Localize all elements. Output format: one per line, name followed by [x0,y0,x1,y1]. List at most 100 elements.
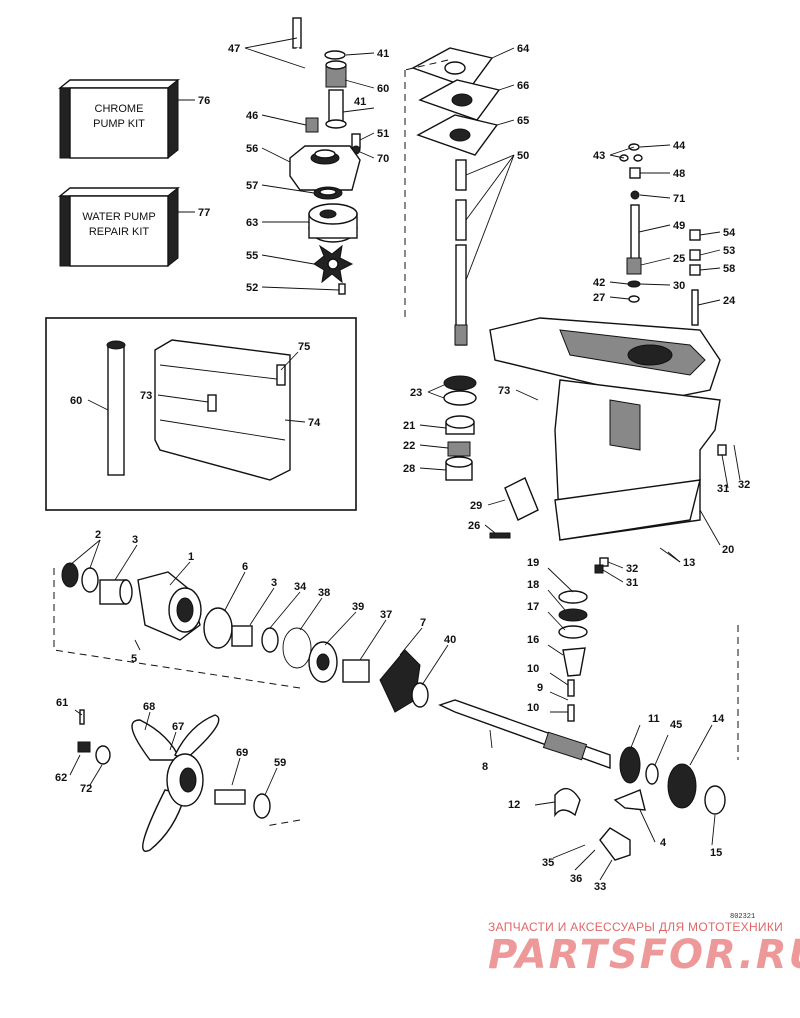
callout: 58 [723,263,735,275]
chrome-kit-line1: CHROME [95,103,144,115]
callout: 7 [420,617,426,629]
callout: 27 [593,292,605,304]
callout: 73 [498,385,510,397]
callout: 21 [403,420,415,432]
callout: 9 [537,682,543,694]
watermark-tagline: ЗАПЧАСТИ И АКСЕССУАРЫ ДЛЯ МОТОТЕХНИКИ [488,920,784,934]
callout: 64 [517,43,530,55]
callout: 37 [380,609,392,621]
callout: 71 [673,193,685,205]
drawing-number: 802321 [730,913,756,921]
callout: 39 [352,601,364,613]
callout: 6 [242,561,248,573]
callout: 15 [710,847,722,859]
water-pump-repair-kit-box: WATER PUMP REPAIR KIT [58,186,180,268]
repair-kit-line2: REPAIR KIT [89,226,150,238]
callout: 69 [236,747,248,759]
callout: 60 [70,395,82,407]
callout: 70 [377,153,389,165]
callout: 54 [723,227,736,239]
callout: 65 [517,115,529,127]
callout: 14 [712,713,725,725]
callout: 44 [673,140,686,152]
gearcase-housing [489,317,727,574]
callout: 75 [298,341,310,353]
callout: 36 [570,873,582,885]
water-pump-assembly [289,17,361,295]
callout: 29 [470,500,482,512]
callout: 35 [542,857,554,869]
callout: 56 [246,143,258,155]
gaskets-and-driveshaft [411,47,501,346]
callout: 60 [377,83,389,95]
callout: 20 [722,544,734,556]
callout: 12 [508,799,520,811]
callout: 43 [593,150,605,162]
callout: 3 [271,577,277,589]
callout: 76 [198,95,210,107]
callout: 8 [482,761,488,773]
callout: 67 [172,721,184,733]
callout: 38 [318,587,330,599]
callout: 66 [517,80,529,92]
clutch-and-propshaft [438,590,726,861]
callout: 32 [738,479,750,491]
callout: 59 [274,757,286,769]
bearing-stack [443,375,539,539]
callout: 50 [517,150,529,162]
callout: 62 [55,772,67,784]
propeller [77,709,271,852]
callout: 24 [723,295,736,307]
callout: 51 [377,128,389,140]
callout: 77 [198,207,210,219]
callout: 26 [468,520,480,532]
callout: 31 [626,577,638,589]
callout: 19 [527,557,539,569]
callout: 41 [377,48,389,60]
callout: 33 [594,881,606,893]
callout: 30 [673,280,685,292]
repair-kit-line1: WATER PUMP [82,211,155,223]
callout: 49 [673,220,685,232]
chrome-kit-line2: PUMP KIT [93,118,145,130]
callout: 16 [527,634,539,646]
watermark-logo: PARTSFOR.RU [488,932,800,978]
callout: 32 [626,563,638,575]
callout: 31 [717,483,729,495]
callout: 41 [354,96,366,108]
callout: 25 [673,253,685,265]
callout: 45 [670,719,682,731]
callout: 63 [246,217,258,229]
callout: 10 [527,702,539,714]
callout-numbers: 47 41 60 41 51 46 56 70 57 63 55 52 76 7… [55,43,750,893]
callout: 3 [132,534,138,546]
exhaust-housing-inset [45,317,357,511]
callout: 1 [188,551,194,563]
callout: 17 [527,601,539,613]
leader-lines [69,37,741,881]
callout: 46 [246,110,258,122]
callout: 53 [723,245,735,257]
callout: 74 [308,417,321,429]
callout: 42 [593,277,605,289]
propshaft-bearing-row [61,562,429,713]
callout: 57 [246,180,258,192]
callout: 22 [403,440,415,452]
callout: 40 [444,634,456,646]
callout: 52 [246,282,258,294]
callout: 10 [527,663,539,675]
callout: 72 [80,783,92,795]
callout: 34 [294,581,307,593]
callout: 28 [403,463,415,475]
shift-rod-parts [619,143,701,326]
callout: 68 [143,701,155,713]
callout: 23 [410,387,422,399]
chrome-pump-kit-box: CHROME PUMP KIT [58,78,180,160]
callout: 2 [95,529,101,541]
callout: 48 [673,168,685,180]
callout: 18 [527,579,539,591]
callout: 61 [56,697,68,709]
callout: 55 [246,250,258,262]
callout: 73 [140,390,152,402]
